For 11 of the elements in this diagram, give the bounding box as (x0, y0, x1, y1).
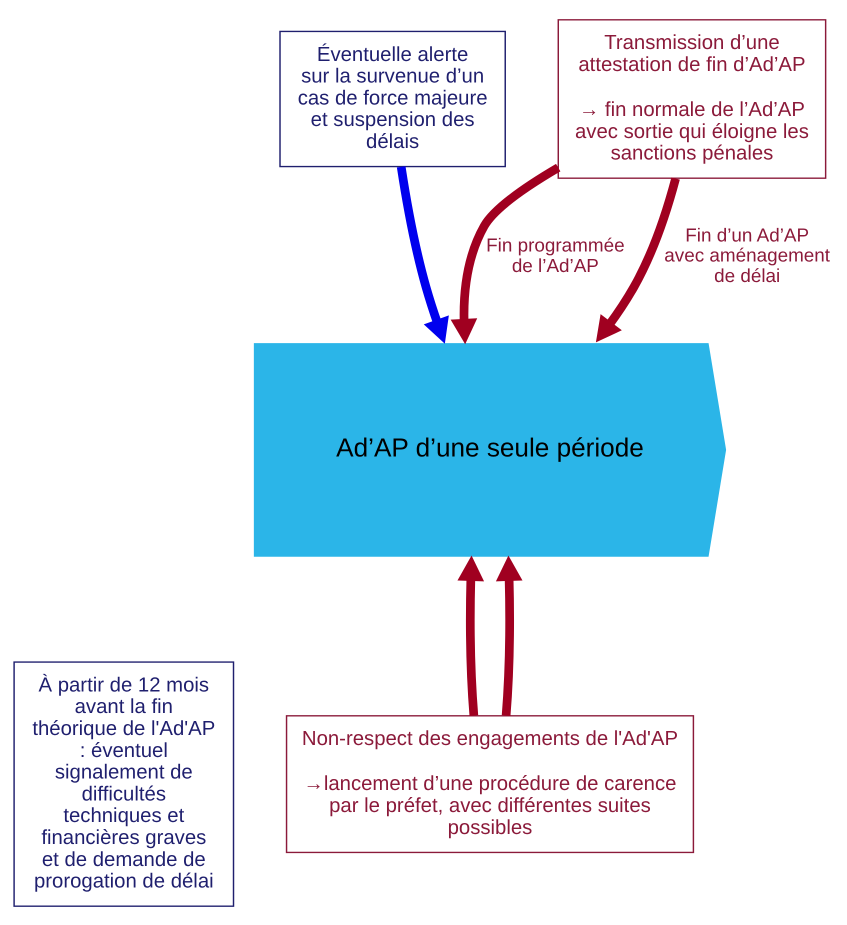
node-box: Transmission d’une attestation de fin d’Ad’AP → fin normale de l’Ad’AP avec sortie qui éloigne les sanctions pénales (558, 18, 826, 178)
arrow (457, 555, 484, 716)
arrow (596, 176, 680, 342)
edge-label: Fin d’un Ad’AP avec aménagement de délai (664, 224, 830, 286)
edge-label: Fin programmée de l’Ad’AP (486, 234, 625, 276)
arrow (450, 163, 560, 344)
node-box: Non-respect des engagements de l'Ad'AP →lancement d’une procédure de carence par le préfet, avec différentes suites possibles (286, 714, 694, 853)
node-box: Éventuelle alerte sur la survenue d’un cas de force majeure et suspension des délais (279, 30, 506, 167)
arrow (396, 166, 449, 344)
node-box: À partir de 12 mois avant la fin théorique de l'Ad'AP : éventuel signalement de difficultés techniques et financières graves et de demande de prorogation de délai (13, 660, 234, 906)
arrow (496, 555, 522, 716)
